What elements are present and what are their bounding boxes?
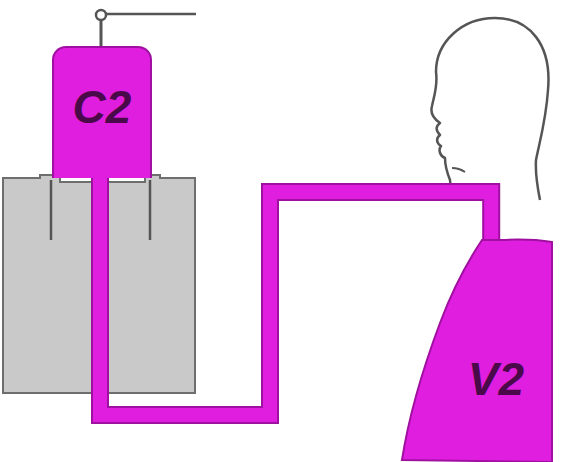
mouth-line: [452, 168, 465, 172]
gas-bell: C2: [52, 46, 152, 178]
bell-wall: [149, 180, 152, 240]
pulley: [96, 10, 106, 20]
hanger-rod: [100, 20, 103, 47]
head-outline: [431, 18, 548, 200]
volume-label: V2: [468, 356, 524, 402]
lung-outline: [400, 238, 552, 462]
lung-shape: [402, 240, 552, 462]
lungs: V2: [400, 238, 552, 462]
cord: [106, 13, 196, 16]
volume-label: C2: [73, 84, 132, 130]
bell-wall: [50, 180, 53, 240]
